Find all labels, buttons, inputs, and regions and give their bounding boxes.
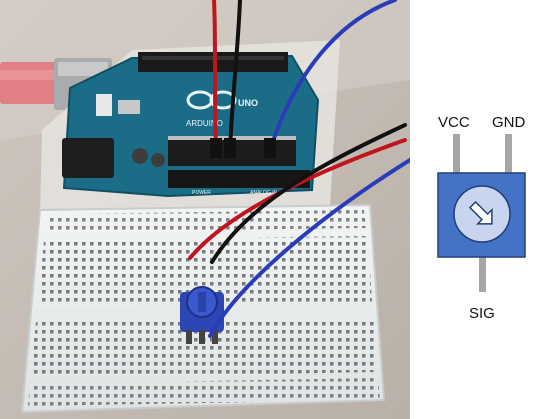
board-logo-text: ARDUINO bbox=[186, 119, 223, 128]
vcc-label: VCC bbox=[438, 114, 470, 131]
jumper-wires bbox=[188, 0, 410, 338]
power-label: POWER bbox=[192, 190, 211, 196]
module-diagram: VCC GND SIG bbox=[437, 114, 526, 322]
analog-label: ANALOG IN bbox=[250, 190, 278, 196]
wire-blue-top bbox=[268, 0, 397, 152]
potentiometer bbox=[180, 286, 224, 344]
sig-label: SIG bbox=[469, 305, 495, 322]
wire-blue-pot bbox=[208, 158, 410, 338]
gnd-lead bbox=[505, 134, 512, 174]
wire-red-top bbox=[212, 0, 218, 152]
power-jack bbox=[62, 138, 114, 178]
sig-lead bbox=[479, 256, 486, 292]
arrow-icon bbox=[468, 200, 493, 225]
wire-black-pot bbox=[210, 123, 407, 264]
power-header bbox=[168, 170, 310, 188]
photo-panel: ARDUINO UNO POWER ANALOG IN bbox=[0, 0, 410, 419]
gnd-label: GND bbox=[492, 114, 526, 131]
board-model-text: UNO bbox=[238, 98, 258, 108]
wire-black-top bbox=[228, 0, 242, 152]
vcc-lead bbox=[453, 134, 460, 174]
